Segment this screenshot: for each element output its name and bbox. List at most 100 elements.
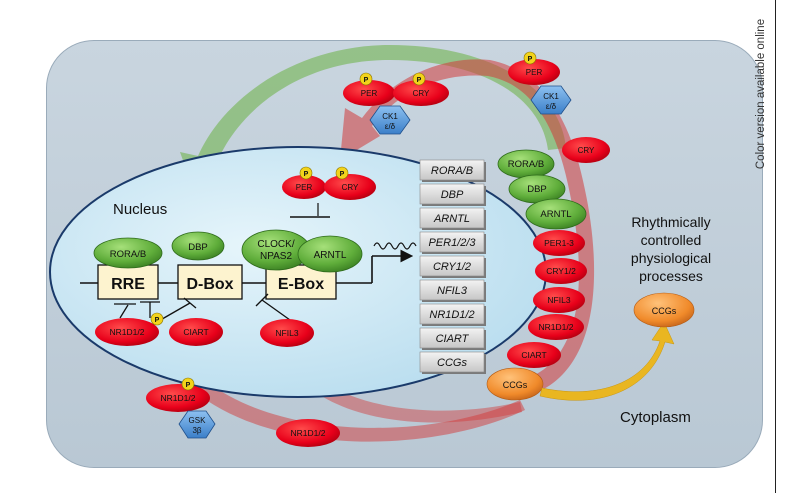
gene-label: DBP [441,189,464,201]
svg-text:PER: PER [296,183,313,192]
svg-text:PER: PER [361,89,378,98]
svg-text:NR1D1/2: NR1D1/2 [161,393,196,403]
cytoplasm-red-protein [507,342,561,368]
red-right-arc-arrow [340,59,595,395]
gene-box: DBP [419,183,486,206]
svg-text:3β: 3β [192,426,201,435]
cytoplasm-label: Cytoplasm [620,409,691,426]
cytoplasm-red-label: NR1D1/2 [539,322,574,332]
top-right-per-ck1: PER P CK1 ε/δ [508,51,572,115]
svg-text:PER: PER [526,68,543,77]
svg-text:controlled: controlled [641,232,702,248]
cytoplasm-red-label: PER1-3 [544,238,574,248]
svg-text:P: P [155,317,160,324]
cytoplasm-activators: RORA/B DBP ARNTL [497,149,587,230]
large-feedback-arrows [168,45,595,442]
gene-box: NFIL3 [419,279,486,302]
svg-text:CIART: CIART [183,327,208,337]
bottom-mid-nr1d1: NR1D1/2 [276,419,340,447]
cytoplasm-red-label: NFIL3 [547,295,570,305]
svg-text:CRY: CRY [413,89,430,98]
cytoplasm-ccgs: CCGs [486,367,544,401]
svg-text:P: P [417,77,422,84]
svg-text:NR1D1/2: NR1D1/2 [291,428,326,438]
gene-label: PER1/2/3 [428,237,476,249]
target-gene-list: RORA/B DBP ARNTL PER1/2/3CRY1/2NFIL3NR1D1/2… [419,159,486,374]
rora-b-activator: RORA/B [93,237,163,269]
svg-text:P: P [304,171,309,178]
cytoplasm-red-label: CIART [521,350,546,360]
clock-npas2-activator: CLOCK/ NPAS2 [241,229,311,271]
gene-box: CIART [419,327,486,350]
arntl-activator: ARNTL [297,235,363,273]
svg-text:CK1: CK1 [382,112,398,121]
gene-box: ARNTL [419,207,486,230]
svg-text:NR1D1/2: NR1D1/2 [110,327,145,337]
svg-text:ε/δ: ε/δ [546,102,557,111]
svg-text:ARNTL: ARNTL [314,250,347,261]
cytoplasm-red-label: CRY1/2 [546,266,576,276]
svg-text:GSK: GSK [189,416,207,425]
svg-text:P: P [186,382,191,389]
gene-box: CCGs [419,351,486,374]
svg-text:D-Box: D-Box [186,276,233,293]
top-per-cry-ck1-complex: PER CRY P P CK1 ε/δ [343,72,449,135]
gene-label: ARNTL [433,213,470,225]
green-curved-arrow [180,45,566,222]
svg-text:ε/δ: ε/δ [385,122,396,131]
svg-text:P: P [528,56,533,63]
gene-label: RORA/B [431,165,473,177]
gene-label: NFIL3 [437,285,468,297]
cytoplasm-green-label: RORA/B [508,159,544,170]
cytoplasm-red-protein [533,287,585,313]
gene-box: NR1D1/2 [419,303,486,326]
nuclear-ciart: CIART [169,318,223,346]
cytoplasm-cry: CRY [562,137,610,163]
nuclear-nr1d1-2: NR1D1/2 P [95,312,164,346]
gene-label: CIART [436,333,470,345]
nuclear-nfil3: NFIL3 [260,319,314,347]
nucleus-label: Nucleus [113,201,167,218]
promoter-dbox: D-Box [177,264,243,300]
svg-text:NFIL3: NFIL3 [275,328,298,338]
inhibition-lines [114,293,291,327]
gene-label: CRY1/2 [433,261,471,273]
svg-text:CLOCK/: CLOCK/ [257,239,294,250]
svg-text:P: P [364,77,369,84]
promoter-rre: RRE [97,264,159,300]
red-bottom-left-arrow [168,350,525,442]
red-bottom-mid-arrow [278,342,522,423]
svg-text:RORA/B: RORA/B [110,249,146,260]
svg-text:physiological: physiological [631,250,711,266]
gene-box: RORA/B [419,159,486,182]
bottom-left-nr1d1-gsk3b: NR1D1/2 P GSK 3β [146,377,216,439]
svg-text:Rhythmically: Rhythmically [631,214,710,230]
svg-text:CK1: CK1 [543,92,559,101]
svg-text:CCGs: CCGs [503,380,528,390]
svg-text:P: P [340,171,345,178]
yellow-curved-arrow [539,321,675,401]
nuclear-per-cry-repressor: PER CRY P P [282,166,376,218]
cytoplasm-green-protein [525,198,587,230]
dbp-activator: DBP [171,231,225,261]
gene-label: NR1D1/2 [429,309,474,321]
svg-text:CCGs: CCGs [652,306,677,316]
svg-text:CRY: CRY [342,183,359,192]
svg-text:NPAS2: NPAS2 [260,251,292,262]
cytoplasm-green-label: ARNTL [540,209,571,220]
gene-box: PER1/2/3 [419,231,486,254]
promoter-ebox: E-Box [265,264,337,300]
svg-text:CRY: CRY [578,146,595,155]
cytoplasm-green-label: DBP [527,184,547,195]
figure-frame [775,0,776,493]
svg-text:processes: processes [639,268,703,284]
cytoplasm-red-protein [535,258,587,284]
svg-text:E-Box: E-Box [278,276,324,293]
rhythmic-processes-label: Rhythmically controlled physiological pr… [631,214,711,284]
gene-label: CCGs [437,357,467,369]
svg-text:RRE: RRE [111,276,145,293]
svg-text:DBP: DBP [188,242,208,253]
cytoplasm-red-protein [533,230,585,256]
circadian-clock-diagram: Nucleus RRE D-Box E-Box RORA/B DBP CLOCK… [49,45,711,447]
